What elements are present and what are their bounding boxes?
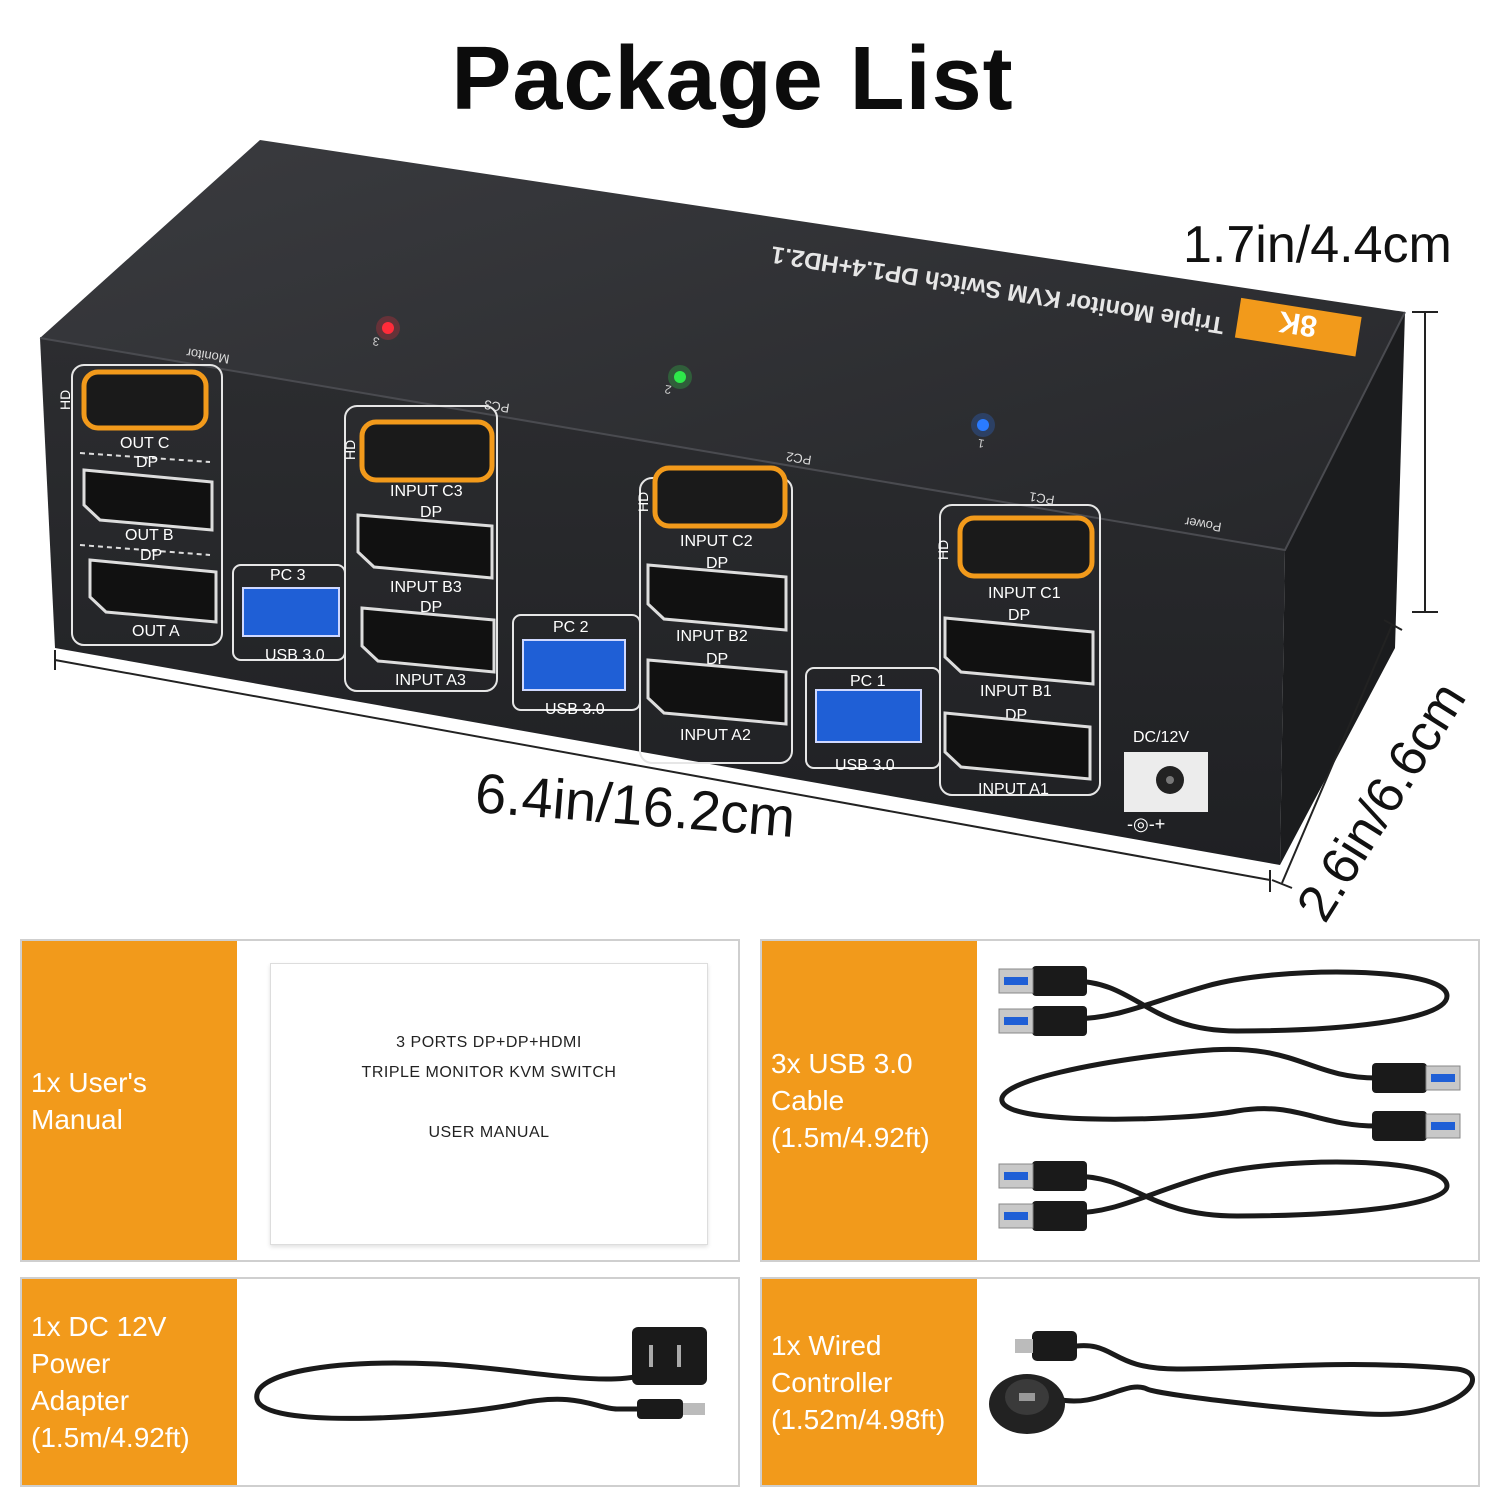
item-card-manual: 1x User's Manual 3 PORTS DP+DP+HDMI TRIP… bbox=[20, 939, 740, 1262]
hdmi-port-input-c3 bbox=[359, 419, 495, 483]
svg-text:-◎-+: -◎-+ bbox=[1127, 814, 1165, 834]
device-top-surface bbox=[40, 140, 1405, 550]
led-pc1 bbox=[977, 419, 989, 431]
usb-cable-picture bbox=[977, 941, 1478, 1260]
dp-port-input-a3 bbox=[360, 606, 496, 674]
item-card-wired-controller: 1x Wired Controller (1.52m/4.98ft) bbox=[760, 1277, 1480, 1487]
item-label-wired-controller: 1x Wired Controller (1.52m/4.98ft) bbox=[771, 1329, 946, 1435]
svg-text:INPUT C3: INPUT C3 bbox=[390, 483, 463, 500]
svg-text:USB 3.0: USB 3.0 bbox=[545, 701, 605, 718]
output-column: HD OUT C DP OUT B DP OUT A bbox=[57, 364, 223, 646]
svg-text:USB 3.0: USB 3.0 bbox=[835, 757, 895, 774]
svg-text:DP: DP bbox=[420, 504, 442, 521]
svg-text:OUT C: OUT C bbox=[120, 435, 169, 452]
item-label-manual: 1x User's Manual bbox=[31, 1066, 147, 1135]
item-card-power-adapter: 1x DC 12V Power Adapter (1.5m/4.92ft) bbox=[20, 1277, 740, 1487]
manual-line-1: 3 PORTS DP+DP+HDMI bbox=[396, 1034, 582, 1051]
svg-text:PC 1: PC 1 bbox=[850, 673, 886, 690]
svg-text:PC3: PC3 bbox=[483, 397, 510, 416]
svg-text:INPUT B2: INPUT B2 bbox=[676, 628, 748, 645]
dp-port-input-b3 bbox=[356, 513, 494, 580]
svg-text:INPUT A3: INPUT A3 bbox=[395, 672, 466, 689]
dp-port-input-a1 bbox=[943, 711, 1092, 781]
svg-text:DP: DP bbox=[136, 454, 158, 471]
item-label-usb-cable: 3x USB 3.0 Cable (1.5m/4.92ft) bbox=[771, 1048, 930, 1153]
svg-text:INPUT C2: INPUT C2 bbox=[680, 533, 753, 550]
pc2-port-group: HD INPUT C2 DP INPUT B2 DP INPUT A2 PC 2… bbox=[512, 465, 793, 764]
svg-text:INPUT A1: INPUT A1 bbox=[978, 781, 1049, 798]
svg-text:DP: DP bbox=[140, 547, 162, 564]
svg-text:DP: DP bbox=[706, 555, 728, 572]
dc-power-jack: DC/12V -◎-+ bbox=[1124, 729, 1208, 834]
usb-port-pc1 bbox=[815, 689, 922, 743]
svg-text:1: 1 bbox=[976, 436, 985, 451]
dp-port-out-b bbox=[82, 468, 214, 532]
svg-text:2: 2 bbox=[663, 382, 672, 397]
svg-text:PC 2: PC 2 bbox=[553, 619, 589, 636]
power-adapter-picture bbox=[237, 1279, 738, 1485]
dp-port-input-a2 bbox=[646, 658, 788, 726]
svg-text:HD: HD bbox=[635, 492, 651, 512]
svg-text:INPUT A2: INPUT A2 bbox=[680, 727, 751, 744]
height-dimension: 1.7in/4.4cm bbox=[1183, 216, 1452, 274]
svg-text:3: 3 bbox=[371, 334, 380, 349]
svg-text:Power: Power bbox=[1183, 514, 1222, 535]
svg-text:DC/12V: DC/12V bbox=[1133, 729, 1189, 746]
dp-port-input-b1 bbox=[943, 616, 1095, 686]
user-manual-sheet: 3 PORTS DP+DP+HDMI TRIPLE MONITOR KVM SW… bbox=[270, 963, 708, 1245]
svg-text:PC1: PC1 bbox=[1028, 489, 1055, 508]
svg-text:USB 3.0: USB 3.0 bbox=[265, 647, 325, 664]
svg-text:DP: DP bbox=[706, 651, 728, 668]
svg-text:HD: HD bbox=[935, 540, 951, 560]
svg-text:DP: DP bbox=[1008, 607, 1030, 624]
svg-text:HD: HD bbox=[342, 440, 358, 460]
manual-picture: 3 PORTS DP+DP+HDMI TRIPLE MONITOR KVM SW… bbox=[237, 941, 738, 1260]
hdmi-port-input-c1 bbox=[957, 515, 1095, 579]
usb-port-pc3 bbox=[242, 587, 340, 637]
svg-text:Monitor: Monitor bbox=[185, 345, 231, 367]
svg-text:INPUT C1: INPUT C1 bbox=[988, 585, 1061, 602]
svg-text:PC2: PC2 bbox=[785, 449, 812, 468]
hdmi-port-input-c2 bbox=[652, 465, 788, 529]
svg-text:INPUT B3: INPUT B3 bbox=[390, 579, 462, 596]
item-label-panel: 1x DC 12V Power Adapter (1.5m/4.92ft) bbox=[22, 1279, 237, 1485]
kvm-switch-illustration: 8K Triple Monitor KVM Switch DP1.4+HD2.1… bbox=[39, 140, 1438, 892]
svg-text:DP: DP bbox=[420, 599, 442, 616]
item-label-power-adapter: 1x DC 12V Power Adapter (1.5m/4.92ft) bbox=[31, 1311, 190, 1453]
led-pc3 bbox=[382, 322, 394, 334]
led-pc2 bbox=[674, 371, 686, 383]
pc1-port-group: HD INPUT C1 DP INPUT B1 DP INPUT A1 PC 1… bbox=[805, 504, 1101, 798]
wired-controller-icon bbox=[989, 1331, 1475, 1434]
svg-text:PC 3: PC 3 bbox=[270, 567, 306, 584]
usb-cables-icon bbox=[998, 966, 1461, 1231]
svg-text:INPUT B1: INPUT B1 bbox=[980, 683, 1052, 700]
manual-line-2: TRIPLE MONITOR KVM SWITCH bbox=[361, 1064, 617, 1081]
power-adapter-icon bbox=[254, 1327, 707, 1421]
svg-text:OUT A: OUT A bbox=[132, 623, 180, 640]
pc3-port-group: HD INPUT C3 DP INPUT B3 DP INPUT A3 PC 3… bbox=[232, 405, 498, 692]
svg-text:OUT B: OUT B bbox=[125, 527, 174, 544]
dp-port-input-b2 bbox=[646, 563, 788, 632]
item-card-usb-cable: 3x USB 3.0 Cable (1.5m/4.92ft) bbox=[760, 939, 1480, 1262]
hdmi-port-out-c bbox=[81, 369, 209, 431]
dp-port-out-a bbox=[88, 558, 218, 624]
device-right-side bbox=[1280, 312, 1405, 865]
item-label-panel: 1x User's Manual bbox=[22, 941, 237, 1260]
dimension-lines bbox=[54, 311, 1438, 892]
badge-8k: 8K bbox=[1276, 304, 1319, 343]
svg-text:HD: HD bbox=[57, 390, 73, 410]
usb-port-pc2 bbox=[522, 639, 626, 691]
manual-line-3: USER MANUAL bbox=[428, 1124, 550, 1141]
page-title: Package List bbox=[451, 29, 1014, 129]
wired-controller-picture bbox=[977, 1279, 1478, 1485]
item-label-panel: 1x Wired Controller (1.52m/4.98ft) bbox=[762, 1279, 977, 1485]
item-label-panel: 3x USB 3.0 Cable (1.5m/4.92ft) bbox=[762, 941, 977, 1260]
